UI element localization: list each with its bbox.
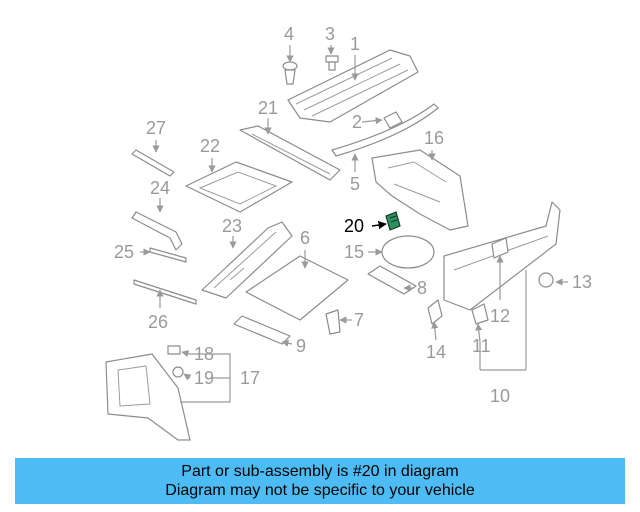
part-1-parcel-shelf — [287, 49, 419, 123]
part-7-bracket — [325, 309, 341, 335]
callout-16: 16 — [424, 128, 444, 148]
leader-lines — [140, 45, 568, 403]
part-27-wrench — [131, 149, 175, 177]
callout-20: 20 — [344, 216, 364, 236]
callout-8: 8 — [417, 278, 427, 298]
callout-11: 11 — [472, 336, 491, 356]
callout-17: 17 — [240, 368, 260, 388]
part-6-floor-mat — [245, 255, 349, 321]
part-17-side-panel — [105, 353, 191, 441]
callout-24: 24 — [150, 178, 170, 198]
banner-line-1: Part or sub-assembly is #20 in diagram — [181, 463, 459, 480]
part-9-sill-strip — [233, 315, 291, 345]
part-8-cover — [367, 265, 417, 295]
part-2-clip — [383, 111, 403, 129]
part-16-side-trim — [371, 149, 469, 231]
callout-27: 27 — [146, 118, 166, 138]
callout-12: 12 — [490, 306, 510, 326]
callout-23: 23 — [222, 216, 242, 236]
part-11-clip — [471, 303, 489, 325]
callout-21: 21 — [258, 98, 278, 118]
callout-26: 26 — [148, 312, 168, 332]
part-4-fastener — [282, 61, 298, 85]
callout-22: 22 — [200, 136, 220, 156]
callout-2: 2 — [352, 112, 362, 132]
parts-diagram: 1 2 3 4 5 6 7 8 9 10 11 12 13 14 15 16 1… — [105, 24, 592, 441]
banner-line-2: Diagram may not be specific to your vehi… — [165, 482, 475, 499]
part-18-fastener — [167, 345, 181, 355]
callout-13: 13 — [572, 272, 592, 292]
part-25-tow-hook — [149, 247, 187, 263]
callout-3: 3 — [325, 24, 335, 44]
callout-25: 25 — [114, 242, 134, 262]
part-26-screwdriver — [133, 279, 197, 305]
part-12-clip — [491, 237, 509, 259]
part-13-bumper — [538, 272, 554, 288]
callout-6: 6 — [300, 228, 310, 248]
callout-5: 5 — [350, 174, 360, 194]
callout-4: 4 — [284, 24, 294, 44]
part-19-fastener — [172, 366, 184, 378]
part-3-fastener — [325, 55, 339, 71]
part-21-trim-panel — [239, 125, 341, 181]
part-15-seal-ring — [381, 235, 435, 269]
part-20-highlighted — [385, 211, 401, 231]
part-5-trim-strip — [331, 103, 439, 157]
callout-15: 15 — [344, 242, 364, 262]
part-24-wheel-wrench — [131, 211, 183, 251]
part-22-floor-panel — [185, 161, 293, 213]
callout-19: 19 — [194, 368, 214, 388]
part-23-jack — [201, 221, 293, 299]
callout-14: 14 — [426, 342, 446, 362]
part-14-clip — [427, 299, 443, 325]
callout-9: 9 — [296, 336, 306, 356]
callout-1: 1 — [350, 34, 360, 54]
callout-18: 18 — [194, 344, 214, 364]
callout-7: 7 — [354, 310, 364, 330]
callout-10: 10 — [490, 386, 510, 406]
info-banner: Part or sub-assembly is #20 in diagram D… — [15, 458, 625, 504]
